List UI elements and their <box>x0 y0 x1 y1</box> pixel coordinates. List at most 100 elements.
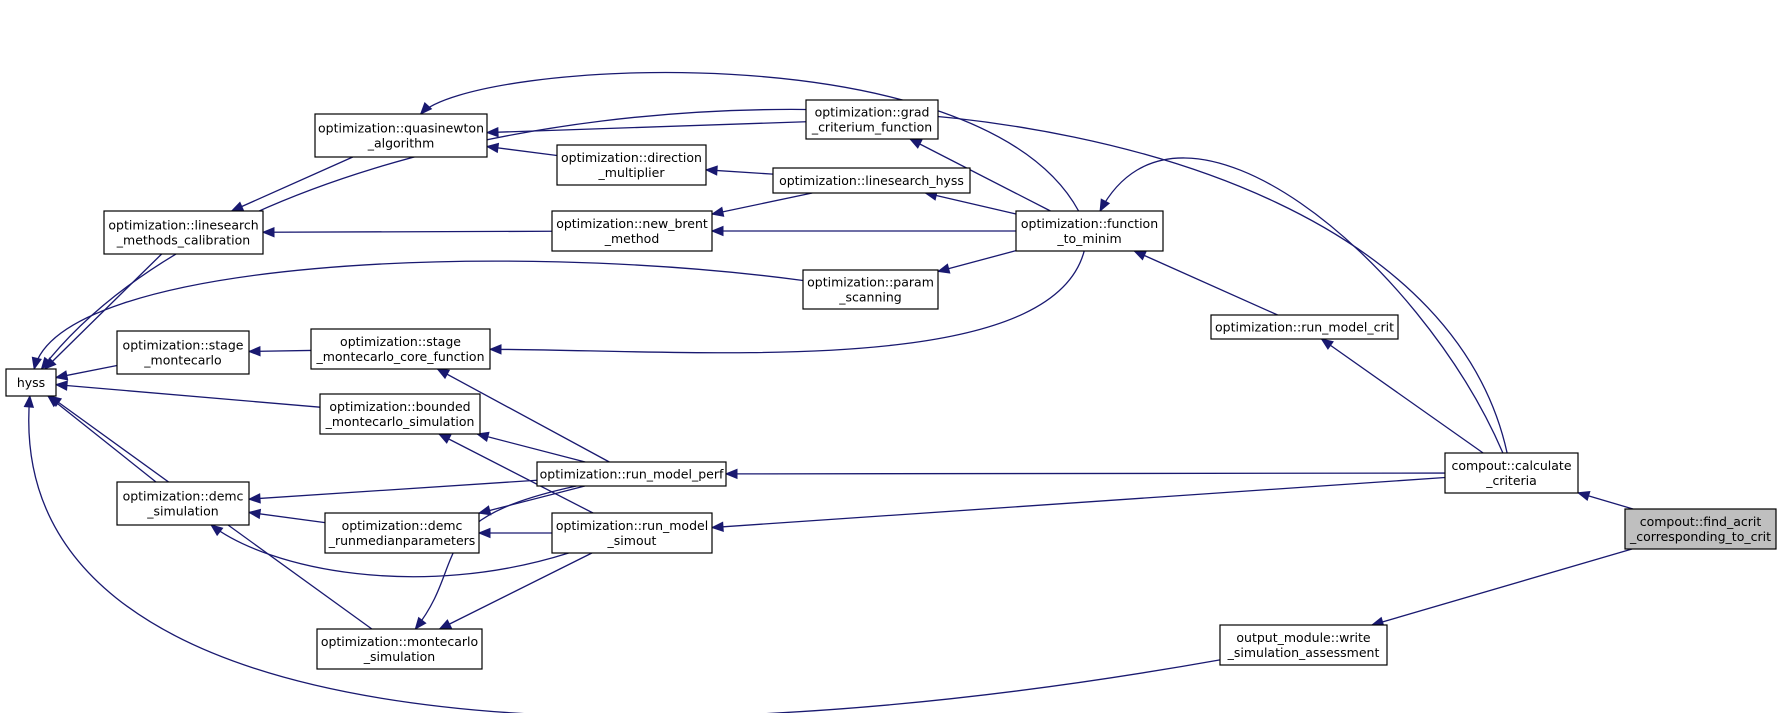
arrowhead-qn-lmc <box>230 201 245 212</box>
node-rmc[interactable]: optimization::run_model_crit <box>1210 314 1399 340</box>
edge-line-rmp-smccf <box>437 368 610 463</box>
arrowhead-fac-cc <box>1576 490 1591 501</box>
node-label-ftm-0: optimization::function <box>1021 216 1158 231</box>
edge-line-ftm-lsh <box>925 192 1017 215</box>
node-demc[interactable]: optimization::demc_simulation <box>116 481 250 526</box>
node-ps[interactable]: optimization::param_scanning <box>802 269 939 310</box>
node-label-ps-1: _scanning <box>838 290 901 305</box>
edge-wsa-hyss <box>23 394 1221 713</box>
edge-rmc-ftm <box>1133 250 1278 316</box>
edge-line-rmc-ftm <box>1134 250 1278 316</box>
arrowhead-cc-ftm <box>1099 198 1111 213</box>
edge-line-cc-hyss <box>40 108 1508 454</box>
edge-cc-rmc <box>1320 338 1484 454</box>
node-label-qn-1: _algorithm <box>367 136 435 151</box>
node-cc[interactable]: compout::calculate_criteria <box>1444 452 1579 494</box>
arrowhead-rmp-drmp <box>477 505 492 516</box>
node-box-smc <box>116 330 250 375</box>
node-label-rms-1: _simout <box>607 533 657 548</box>
node-label-fac-0: compout::find_acrit <box>1640 514 1762 529</box>
node-bms[interactable]: optimization::bounded_montecarlo_simulat… <box>319 393 481 435</box>
node-label-bms-0: optimization::bounded <box>329 399 470 414</box>
arrowhead-nbm-lmc <box>261 226 275 238</box>
node-hyss[interactable]: hyss <box>5 368 57 397</box>
arrowhead-wsa-hyss <box>23 394 35 408</box>
edge-rmp-bms <box>475 431 586 463</box>
edge-rms-demc <box>210 524 569 578</box>
edge-line-ftm-grad <box>909 138 1051 212</box>
node-label-qn-0: optimization::quasinewton <box>318 121 484 136</box>
edge-ftm-qn <box>419 71 1080 212</box>
node-label-smccf-0: optimization::stage <box>340 334 461 349</box>
node-qn[interactable]: optimization::quasinewton_algorithm <box>314 113 488 158</box>
node-wsa[interactable]: output_module::write_simulation_assessme… <box>1219 624 1388 666</box>
node-label-demc-0: optimization::demc <box>123 489 244 504</box>
arrowhead-ftm-qn <box>419 101 433 115</box>
edge-lsh-nbm <box>710 192 813 217</box>
edge-line-ps-hyss <box>33 260 804 370</box>
node-lsh[interactable]: optimization::linesearch_hyss <box>772 167 971 194</box>
arrowhead-rmp-smccf <box>436 368 451 380</box>
edge-line-fac-wsa <box>1371 548 1633 626</box>
node-box-lmc <box>103 210 264 255</box>
arrowhead-lmc-hyss <box>43 357 57 370</box>
node-label-fac-1: _corresponding_to_crit <box>1629 529 1771 544</box>
edge-rmp-demc <box>247 479 538 504</box>
node-grad[interactable]: optimization::grad_criterium_function <box>805 99 939 140</box>
edge-line-nbm-lmc <box>262 230 553 233</box>
edge-line-cc-rmp <box>725 472 1446 475</box>
node-label-nbm-1: _method <box>604 231 660 246</box>
node-fac[interactable]: compout::find_acrit_corresponding_to_cri… <box>1624 508 1777 550</box>
arrowhead-rmp-demc <box>247 493 261 504</box>
node-label-rmc-0: optimization::run_model_crit <box>1215 320 1394 335</box>
node-lmc[interactable]: optimization::linesearch_methods_calibra… <box>103 210 264 255</box>
node-nbm[interactable]: optimization::new_brent_method <box>551 210 713 252</box>
node-box-rmp <box>536 461 727 487</box>
edge-line-bms-hyss <box>55 383 321 408</box>
node-dirm[interactable]: optimization::direction_multiplier <box>556 144 707 186</box>
arrowhead-rmp-mcs <box>414 616 427 631</box>
node-box-lsh <box>772 167 971 194</box>
node-smc[interactable]: optimization::stage_montecarlo <box>116 330 250 375</box>
node-box-nbm <box>551 210 713 252</box>
node-label-smc-0: optimization::stage <box>123 338 244 353</box>
node-box-smccf <box>310 328 491 370</box>
arrowhead-ftm-smccf <box>488 344 502 355</box>
edge-line-cc-rms <box>711 476 1446 529</box>
node-label-rmp-0: optimization::run_model_perf <box>540 467 724 482</box>
edge-line-rmp-bms <box>477 433 586 463</box>
edge-line-rmp-drmp <box>478 485 585 514</box>
edge-rms-mcs <box>438 552 593 630</box>
edge-line-demc-hyss <box>47 395 157 483</box>
edge-line-ftm-ps <box>937 250 1017 273</box>
arrowhead-mcs-hyss <box>48 395 63 407</box>
edge-smc-hyss <box>54 364 118 381</box>
node-label-drmp-0: optimization::demc <box>342 518 463 533</box>
node-box-drmp <box>324 512 480 554</box>
edge-demc-hyss <box>46 395 157 483</box>
node-smccf[interactable]: optimization::stage_montecarlo_core_func… <box>310 328 491 370</box>
node-box-demc <box>116 481 250 526</box>
edges-layer <box>23 71 1634 713</box>
node-box-rms <box>551 512 713 554</box>
node-drmp[interactable]: optimization::demc_runmedianparameters <box>324 512 480 554</box>
edge-lmc-hyss <box>43 253 163 370</box>
node-label-cc-0: compout::calculate <box>1451 458 1571 473</box>
node-ftm[interactable]: optimization::function_to_minim <box>1015 210 1164 252</box>
node-label-drmp-1: _runmedianparameters <box>328 533 476 548</box>
node-label-ps-0: optimization::param <box>807 275 934 290</box>
edge-bms-hyss <box>54 380 321 408</box>
edge-line-qn-lmc <box>231 156 354 212</box>
edge-line-rms-demc <box>210 524 569 578</box>
node-mcs[interactable]: optimization::montecarlo_simulation <box>316 628 483 670</box>
node-box-fac <box>1624 508 1777 550</box>
arrowhead-rmc-ftm <box>1133 250 1147 261</box>
edge-drmp-demc <box>247 508 326 524</box>
node-box-rmc <box>1210 314 1399 340</box>
node-rmp[interactable]: optimization::run_model_perf <box>536 461 727 487</box>
node-box-mcs <box>316 628 483 670</box>
edge-ftm-smccf <box>488 250 1085 355</box>
node-label-lsh-0: optimization::linesearch_hyss <box>779 173 964 188</box>
edge-fac-cc <box>1576 490 1634 510</box>
node-rms[interactable]: optimization::run_model_simout <box>551 512 713 554</box>
